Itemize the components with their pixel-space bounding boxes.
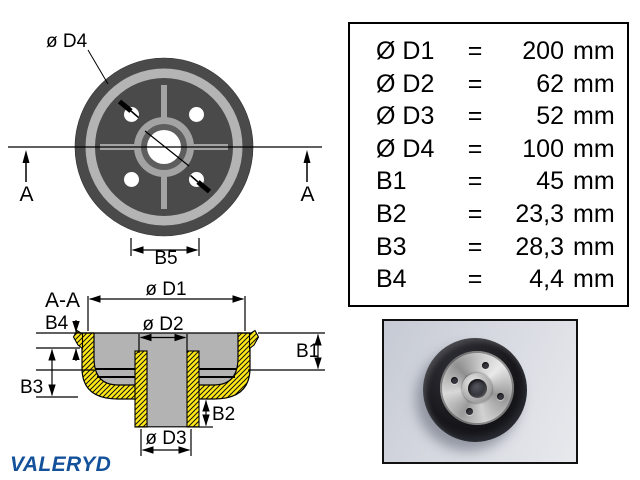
dimension-unit: mm	[573, 102, 615, 131]
section-arrow-right: A	[300, 150, 315, 206]
photo-bolt-hole	[465, 407, 473, 415]
section-view-drawing: A-A ø D1 ø D2 ø D3	[20, 279, 325, 456]
d2-label: ø D2	[142, 314, 183, 335]
brand-logo: VALERYD	[10, 453, 112, 476]
dimension-label: Ø D4	[376, 134, 435, 163]
d4-leader-line	[87, 49, 109, 85]
table-row: Ø D4 = 100 mm	[350, 133, 627, 166]
d1-label: ø D1	[145, 279, 186, 300]
dimension-value: 52	[536, 102, 564, 131]
b3-label: B3	[20, 377, 43, 398]
brake-surface-lines	[95, 368, 237, 378]
table-row: Ø D2 = 62 mm	[350, 68, 627, 101]
dimension-value: 62	[536, 69, 564, 98]
dimension-unit: mm	[573, 199, 615, 228]
b1-label: B1	[296, 341, 319, 362]
b2-label: B2	[212, 404, 235, 425]
equals-sign: =	[467, 69, 483, 98]
dimension-value: 200	[522, 37, 564, 65]
hub-tube-wall-right	[186, 350, 200, 428]
hub-diagonal-line	[144, 130, 190, 167]
hub-tube-wall-left	[134, 350, 148, 428]
product-photo	[382, 319, 578, 464]
dimension-label: B3	[376, 232, 407, 261]
photo-bolt-hole	[481, 361, 489, 369]
photo-bolt-hole	[496, 392, 504, 400]
equals-sign: =	[467, 199, 483, 228]
photo-hub-bore	[467, 378, 487, 398]
table-row: B1 = 45 mm	[350, 165, 627, 198]
bolt-hole-bottom-left	[124, 172, 139, 187]
stud-mark-bottom-right	[190, 174, 212, 194]
section-letter-left: A	[19, 183, 33, 206]
flange-ear-right	[248, 329, 260, 350]
dimension-value: 4,4	[529, 265, 564, 294]
table-row: B4 = 4,4 mm	[350, 263, 627, 296]
dimension-unit: mm	[573, 37, 615, 65]
dimension-label: B4	[376, 265, 407, 294]
bolt-hole-top-right	[189, 107, 204, 122]
b3-dimension	[36, 347, 80, 398]
b5-label: B5	[154, 248, 177, 269]
equals-sign: =	[467, 134, 483, 163]
dimension-unit: mm	[573, 134, 615, 163]
equals-sign: =	[467, 167, 483, 196]
front-view-drawing: ø D4 A A B5	[8, 31, 322, 269]
d2-dimension	[138, 333, 188, 353]
dimension-value: 28,3	[515, 232, 564, 261]
table-row: B2 = 23,3 mm	[350, 198, 627, 231]
b4-dimension	[36, 320, 94, 371]
table-row: Ø D3 = 52 mm	[350, 100, 627, 133]
d4-label: ø D4	[46, 31, 88, 52]
equals-sign: =	[467, 37, 483, 65]
dimension-label: B1	[376, 167, 407, 196]
dimension-unit: mm	[573, 265, 615, 294]
table-row: B3 = 28,3 mm	[350, 231, 627, 264]
dimension-label: Ø D1	[376, 37, 435, 65]
section-arrow-left: A	[19, 150, 34, 206]
photo-bolt-hole	[450, 376, 458, 384]
b2-dimension	[199, 400, 213, 428]
dimension-value: 23,3	[515, 199, 564, 228]
table-row: Ø D1 = 200 mm	[350, 35, 627, 68]
b4-label: B4	[45, 313, 69, 334]
d3-dimension	[140, 429, 192, 456]
dimension-value: 100	[522, 134, 564, 163]
d3-label: ø D3	[145, 428, 186, 449]
section-letter-right: A	[300, 183, 314, 206]
dimension-unit: mm	[573, 167, 615, 196]
dimension-label: Ø D3	[376, 102, 435, 131]
stud-mark-top-left	[117, 99, 139, 119]
dimension-unit: mm	[573, 69, 615, 98]
equals-sign: =	[467, 265, 483, 294]
dimension-unit: mm	[573, 232, 615, 261]
b1-dimension	[248, 332, 325, 371]
equals-sign: =	[467, 102, 483, 131]
dimensions-table: Ø D1 = 200 mm Ø D2 = 62 mm Ø D3 = 52 mm …	[348, 22, 629, 307]
dimension-value: 45	[536, 167, 564, 196]
d1-dimension	[87, 295, 246, 331]
section-title: A-A	[45, 289, 80, 312]
equals-sign: =	[467, 232, 483, 261]
dimension-label: Ø D2	[376, 69, 435, 98]
b5-dimension	[130, 238, 200, 256]
dimension-label: B2	[376, 199, 407, 228]
hub-bore-section	[147, 333, 187, 427]
